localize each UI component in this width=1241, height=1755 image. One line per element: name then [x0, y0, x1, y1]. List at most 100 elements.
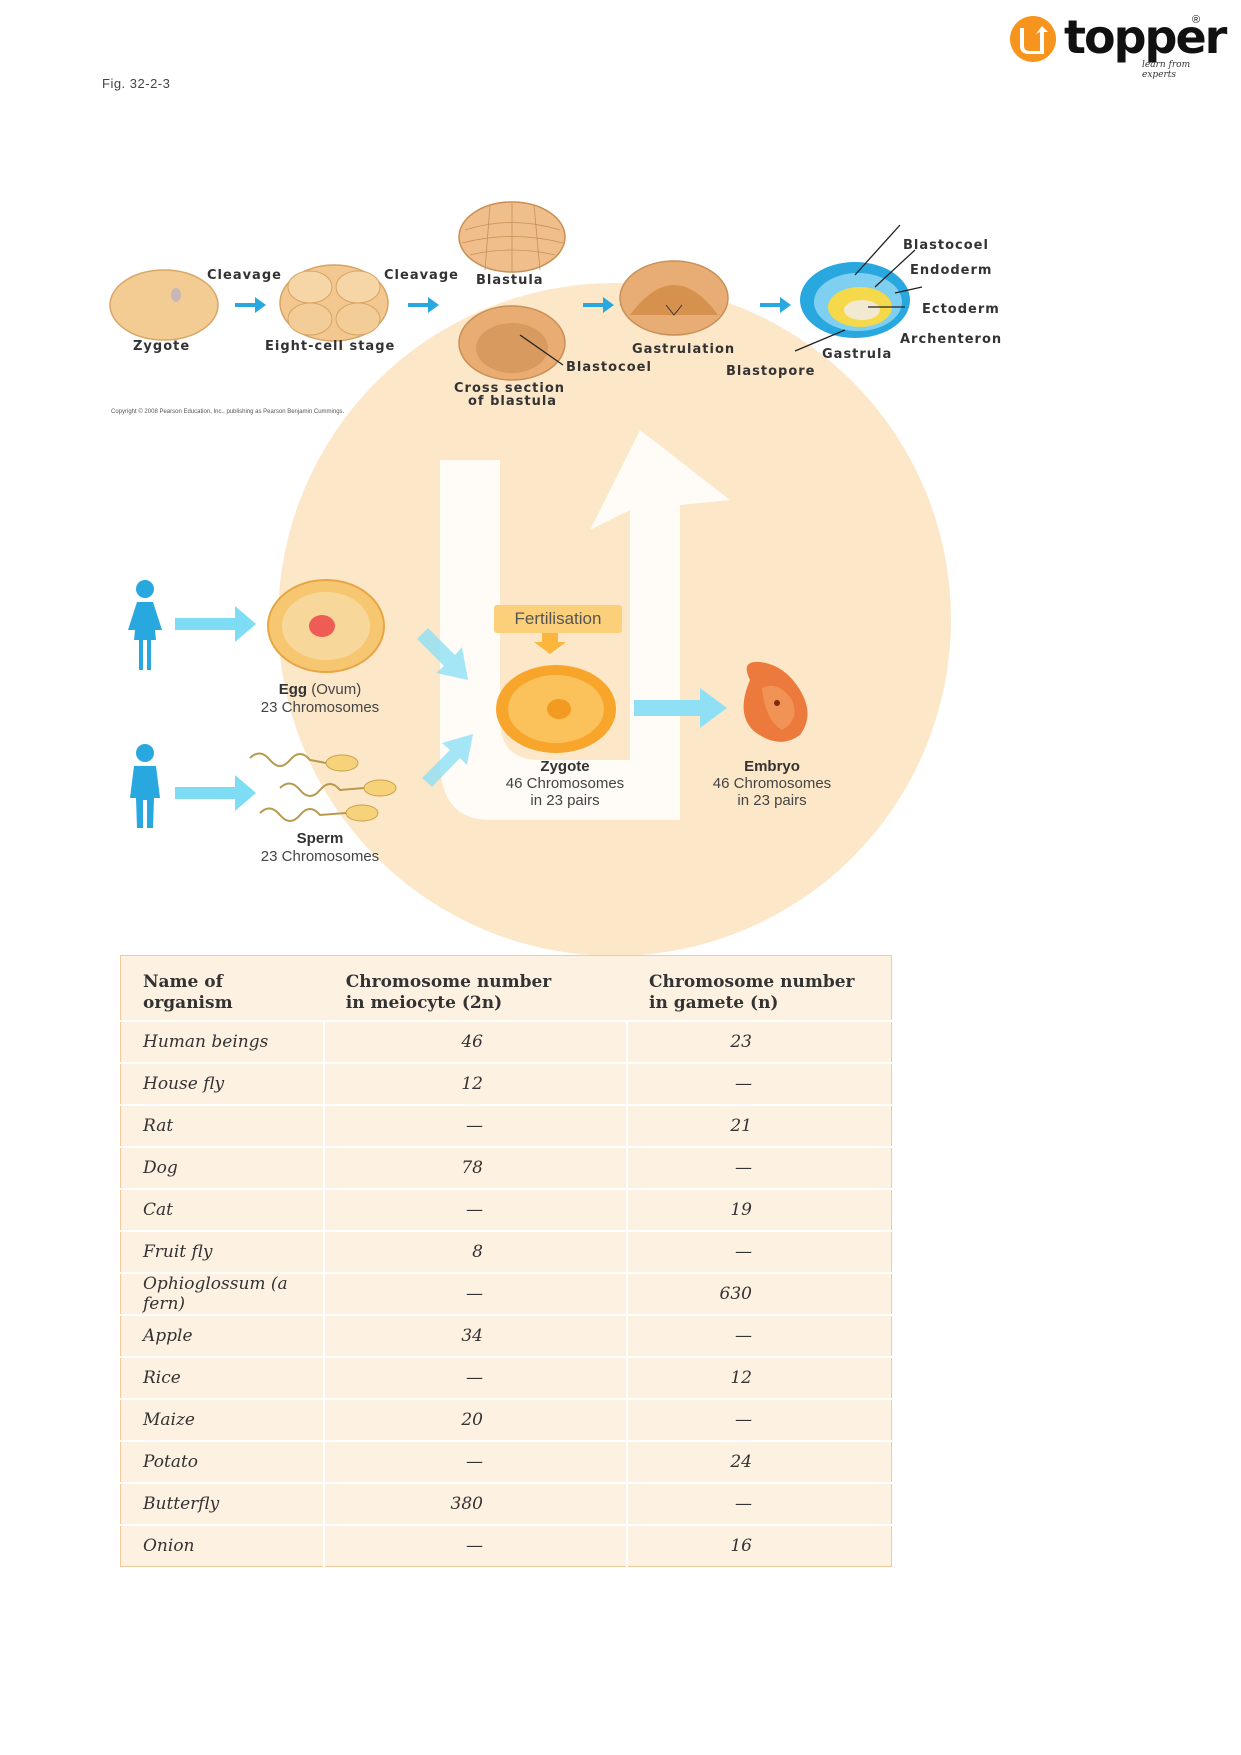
sperm-title: Sperm	[296, 830, 344, 847]
meiocyte-cell: 380	[323, 1482, 629, 1525]
gastrula-label: Gastrula	[822, 347, 893, 362]
gamete-cell: 21	[627, 1104, 892, 1147]
gamete-cell: 23	[627, 1020, 892, 1063]
table-row: Ophioglossum (a fern)—630	[120, 1272, 892, 1315]
ectoderm-label: Ectoderm	[922, 302, 1000, 317]
gamete-cell: —	[627, 1398, 892, 1441]
blastocoel-label-2: Blastocoel	[903, 238, 989, 253]
logo-text: topper	[1064, 10, 1227, 64]
organism-cell: Onion	[120, 1524, 325, 1567]
organism-cell: Cat	[120, 1188, 325, 1231]
eight-cell-stage-label: Eight-cell stage	[265, 339, 396, 354]
archenteron-label: Archenteron	[900, 332, 1003, 347]
blastopore-label: Blastopore	[726, 364, 816, 379]
cleavage-label-2: Cleavage	[384, 268, 459, 283]
organism-cell: Fruit fly	[120, 1230, 325, 1273]
gamete-cell: 16	[627, 1524, 892, 1567]
zygote-line-2: in 23 pairs	[530, 792, 600, 809]
gamete-cell: 12	[627, 1356, 892, 1399]
embryo-title: Embryo	[744, 758, 800, 775]
arrow-icon	[583, 297, 614, 313]
development-diagram	[109, 201, 923, 381]
header-line: Name of organism	[143, 972, 233, 1013]
logo-registered-mark: ®	[1192, 14, 1201, 26]
header-line: in meiocyte (2n)	[345, 993, 503, 1013]
table-row: Onion—16	[120, 1524, 892, 1567]
embryo-icon	[743, 661, 808, 742]
header-line: in gamete (n)	[649, 993, 779, 1013]
arrow-icon	[634, 688, 727, 728]
eight-cell-embryo	[279, 264, 389, 342]
cleavage-label-1: Cleavage	[207, 268, 282, 283]
meiocyte-cell: 34	[323, 1314, 629, 1357]
organism-cell: Dog	[120, 1146, 325, 1189]
logo-tagline: learn from experts	[1142, 60, 1191, 80]
gamete-cell: —	[627, 1146, 892, 1189]
embryo-line-1: 46 Chromosomes	[712, 775, 832, 792]
meiocyte-cell: —	[323, 1356, 629, 1399]
table-row: Cat—19	[120, 1188, 892, 1231]
endoderm-label: Endoderm	[910, 263, 993, 278]
gamete-cell: —	[627, 1482, 892, 1525]
meiocyte-cell: 8	[323, 1230, 629, 1273]
arrow-icon	[175, 606, 256, 642]
blastocoel-label-1: Blastocoel	[566, 360, 652, 375]
arrow-icon	[422, 734, 473, 787]
arrow-icon	[175, 775, 256, 811]
topper-logo[interactable]: topper ® learn from experts	[1010, 10, 1227, 80]
organism-cell: Ophioglossum (a fern)	[120, 1272, 325, 1315]
meiocyte-cell: —	[323, 1104, 629, 1147]
zygote-title: Zygote	[540, 758, 590, 775]
embryo-line-2: in 23 pairs	[737, 792, 807, 809]
organism-cell: Rice	[120, 1356, 325, 1399]
meiocyte-cell: 12	[323, 1062, 629, 1105]
female-icon	[128, 580, 162, 670]
header-line: Chromosome number	[345, 972, 552, 992]
figure-label: Fig. 32-2-3	[102, 76, 171, 91]
meiocyte-cell: —	[323, 1272, 629, 1315]
arrow-icon	[408, 297, 439, 313]
chromosome-number-table: Name of organism Chromosome number in me…	[120, 955, 892, 1567]
organism-cell: Potato	[120, 1440, 325, 1483]
table-header-row: Name of organism Chromosome number in me…	[121, 956, 892, 1022]
header-line: Chromosome number	[649, 972, 855, 992]
meiocyte-cell: 20	[323, 1398, 629, 1441]
column-header-organism: Name of organism	[121, 956, 324, 1022]
organism-cell: Butterfly	[120, 1482, 325, 1525]
meiocyte-cell: 46	[323, 1020, 629, 1063]
meiocyte-cell: —	[323, 1440, 629, 1483]
sperm-chromosome-count: 23 Chromosomes	[260, 848, 380, 865]
meiocyte-cell: 78	[323, 1146, 629, 1189]
cross-section-label-2: of blastula	[468, 394, 558, 409]
gamete-cell: —	[627, 1314, 892, 1357]
cross-section-label-1: Cross section	[454, 381, 566, 396]
organism-cell: Apple	[120, 1314, 325, 1357]
egg-title: Egg	[278, 681, 308, 698]
zygote-line-1: 46 Chromosomes	[505, 775, 625, 792]
organism-cell: Rat	[120, 1104, 325, 1147]
sperm-cells	[325, 754, 397, 822]
column-header-gamete: Chromosome number in gamete (n)	[627, 956, 892, 1022]
logo-mark-icon	[1010, 16, 1056, 62]
gastrula	[800, 262, 910, 338]
gamete-cell: —	[627, 1230, 892, 1273]
gamete-cell: —	[627, 1062, 892, 1105]
male-icon	[130, 744, 160, 828]
blastula-label: Blastula	[476, 273, 544, 288]
organism-cell: House fly	[120, 1062, 325, 1105]
gamete-cell: 19	[627, 1188, 892, 1231]
meiocyte-cell: —	[323, 1188, 629, 1231]
organism-cell: Human beings	[120, 1020, 325, 1063]
zygote-cell	[109, 269, 219, 341]
zygote-label: Zygote	[133, 339, 191, 354]
gamete-cell: 630	[627, 1272, 892, 1315]
meiocyte-cell: —	[323, 1524, 629, 1567]
gamete-cell: 24	[627, 1440, 892, 1483]
